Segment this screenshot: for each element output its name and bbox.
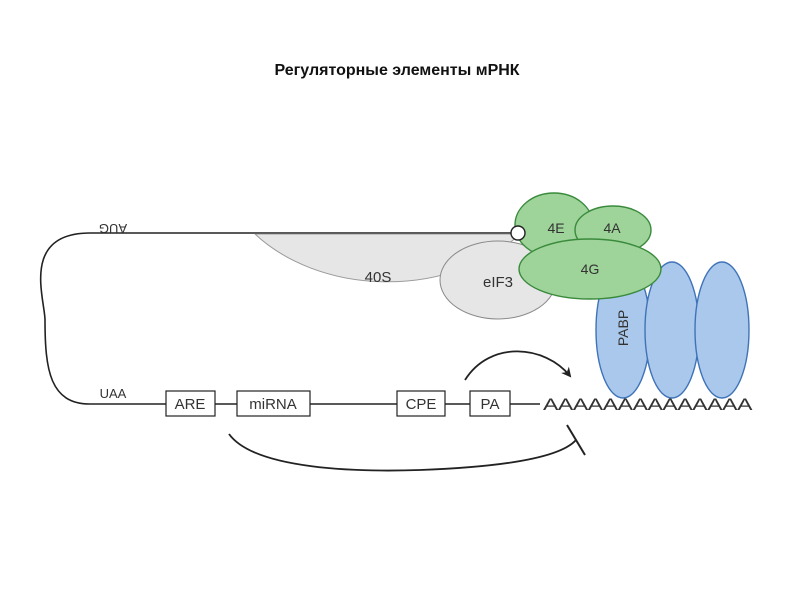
activation-arrow (464, 350, 572, 381)
page-title: Регуляторные элементы мРНК (274, 62, 520, 79)
inhibition-line (228, 433, 577, 472)
mirna-label: miRNA (249, 396, 297, 413)
are-box (165, 390, 216, 417)
eif4e-label: 4E (547, 220, 564, 236)
mrna-strand (39, 232, 540, 405)
eif4g-label: 4G (581, 261, 600, 277)
mirna-box (236, 390, 311, 417)
are-label: ARE (175, 396, 206, 413)
stop-codon-label: UAA (100, 386, 127, 401)
five-prime-cap (510, 225, 526, 241)
pabp-protein-3 (694, 261, 750, 399)
pabp-label: PABP (615, 310, 631, 346)
inhibition-bar (566, 424, 586, 456)
ribosome-40s-label: 40S (365, 269, 392, 286)
poly-a-tail: AAAAAAAAAAAAAA (543, 395, 753, 414)
pa-box (469, 390, 511, 417)
eif4a-label: 4A (603, 220, 621, 236)
cpe-label: CPE (406, 396, 437, 413)
eif4g-factor (518, 238, 662, 300)
pa-label: PA (481, 396, 500, 413)
eif3-label: eIF3 (483, 274, 513, 291)
cpe-box (396, 390, 446, 417)
start-codon-label: AUG (99, 221, 127, 236)
